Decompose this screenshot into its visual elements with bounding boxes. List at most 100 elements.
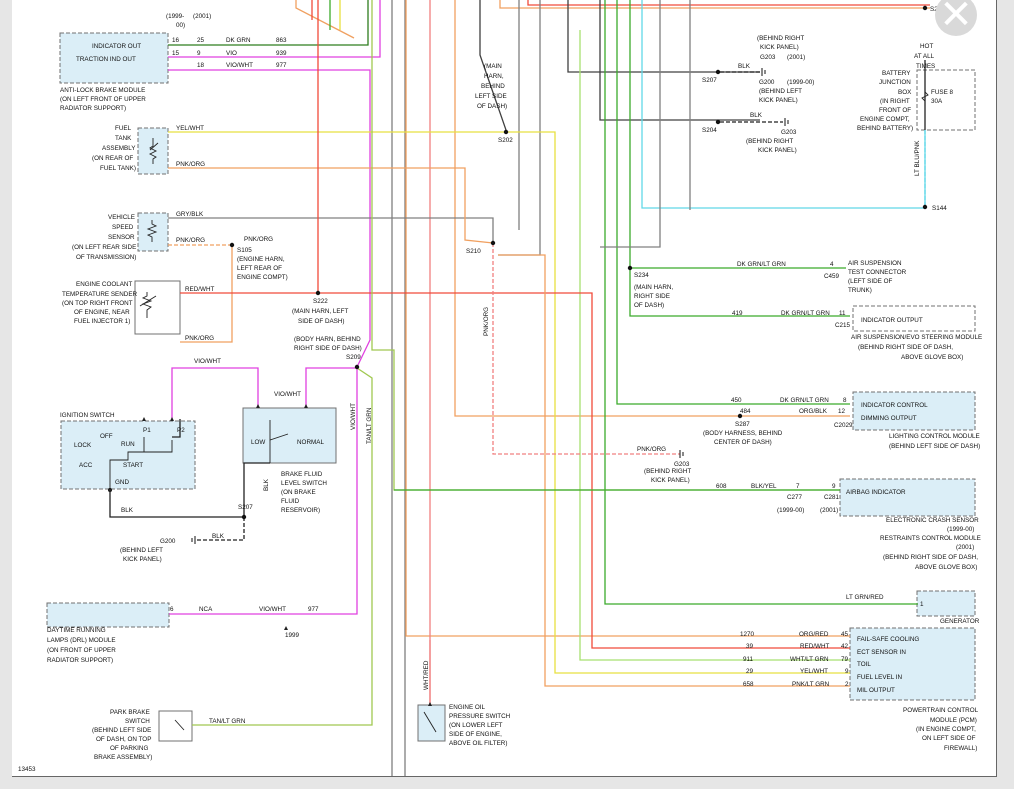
diagram-label: LAMPS (DRL) MODULE — [47, 637, 116, 644]
diagram-label: (BEHIND LEFT SIDE — [92, 727, 151, 734]
diagram-label: (BEHIND RIGHT SIDE OF DASH, — [883, 554, 978, 561]
diagram-label: ASSEMBLY — [102, 145, 136, 152]
wire-blk-g200 — [195, 517, 245, 541]
diagram-label: OFF — [100, 433, 113, 440]
diagram-label: RESERVOIR) — [281, 507, 320, 514]
diagram-label: PNK/ORG — [185, 335, 214, 342]
diagram-label: S202 — [498, 137, 513, 144]
diagram-label: BRAKE FLUID — [281, 471, 323, 478]
battery-junction-box — [916, 69, 976, 131]
diagram-label: (ENGINE HARN, — [237, 256, 285, 263]
diagram-label: NCA — [199, 606, 213, 613]
wire-vio-wht-977-top — [168, 69, 371, 368]
diagram-label: RIGHT SIDE — [634, 293, 670, 300]
diagram-label: (1999- — [166, 13, 184, 20]
diagram-label: PNK/LT GRN — [792, 681, 830, 688]
wire-green-lighting — [616, 0, 850, 405]
diagram-label: VIO/WHT — [274, 391, 301, 398]
diagram-label: 8 — [843, 397, 847, 404]
diagram-label: VIO — [226, 50, 237, 57]
diagram-label: (ON LEFT REAR SIDE — [72, 244, 136, 251]
diagram-label: S210 — [466, 248, 481, 255]
diagram-label: FUEL INJECTOR 1) — [74, 318, 130, 325]
diagram-label: 29 — [746, 668, 754, 675]
diagram-label: C277 — [787, 494, 803, 501]
wire-red-wht-ect — [180, 292, 850, 649]
diagram-label: 16 — [172, 37, 180, 44]
diagram-label: AIR SUSPENSION/EVO STEERING MODULE — [851, 334, 982, 341]
diagram-label: G200 — [160, 538, 176, 545]
diagram-label: (BEHIND RIGHT — [746, 138, 793, 145]
component-internals — [139, 88, 929, 733]
diagram-label: FUEL — [115, 125, 132, 132]
wire-vio-939 — [168, 0, 381, 58]
diagram-label: 4 — [830, 261, 834, 268]
diagram-label: 7 — [796, 483, 800, 490]
diagram-label: PNK/ORG — [176, 161, 205, 168]
diagram-label: BEHIND — [481, 83, 505, 90]
diagram-label: DK GRN — [226, 37, 251, 44]
ect-sender-box — [134, 280, 181, 335]
diagram-label: TRUNK) — [848, 287, 872, 294]
diagram-label: YEL/WHT — [800, 668, 828, 675]
diagram-label: GND — [115, 479, 129, 486]
diagram-label: BRAKE ASSEMBLY) — [94, 754, 152, 761]
diagram-label: PNK/ORG — [244, 236, 273, 243]
diagram-label: (ON FRONT OF UPPER — [47, 647, 116, 654]
diagram-label: KICK PANEL) — [651, 477, 690, 484]
diagram-label: VIO/WHT — [350, 403, 357, 430]
diagram-label: 79 — [841, 656, 849, 663]
diagram-label: 00) — [176, 22, 185, 29]
diagram-label: (ON LOWER LEFT — [449, 722, 503, 729]
diagram-label: INDICATOR OUT — [92, 43, 141, 50]
diagram-label: S207 — [702, 77, 717, 84]
diagram-label: YEL/WHT — [176, 125, 204, 132]
diagram-label: DAYTIME RUNNING — [47, 627, 106, 634]
brake-fluid-switch-box — [242, 407, 337, 464]
module-boxes — [46, 32, 976, 742]
wire-pnk-org-dashed — [492, 243, 680, 455]
diagram-label: ENGINE COOLANT — [76, 281, 132, 288]
diagram-label: AT ALL — [914, 53, 935, 60]
ign-internal2 — [144, 440, 173, 453]
close-button[interactable]: ✕ — [930, 0, 982, 36]
diagram-label: MODULE (PCM) — [930, 717, 977, 724]
diagram-label: 1 — [920, 601, 924, 608]
diagram-label: G203 — [760, 54, 776, 61]
wire-vio-wht-body — [305, 367, 357, 408]
diagram-label: FUSE 8 — [931, 89, 954, 96]
wire-dark-rail — [567, 0, 760, 73]
diagram-label: OF DASH) — [634, 302, 664, 309]
diagram-label: S105 — [237, 247, 252, 254]
diagram-label: ABOVE GLOVE BOX) — [915, 564, 977, 571]
diagram-label: LIGHTING CONTROL MODULE — [889, 433, 980, 440]
diagram-label: OF DASH, ON TOP — [96, 736, 151, 743]
diagram-label: (ON BRAKE — [281, 489, 316, 496]
diagram-label: BLK — [121, 507, 134, 514]
diagram-label: S144 — [932, 205, 947, 212]
diagram-label: (BEHIND RIGHT SIDE OF DASH, — [858, 344, 953, 351]
diagram-label: ECT SENSOR IN — [857, 649, 906, 656]
restraints-module-box — [839, 478, 976, 517]
diagram-label: VIO/WHT — [226, 62, 253, 69]
diagram-label: 6 — [170, 606, 174, 613]
diagram-label: FAIL-SAFE COOLING — [857, 636, 919, 643]
diagram-label: SPEED — [112, 224, 134, 231]
diagram-label: ON LEFT SIDE OF — [922, 735, 976, 742]
diagram-label: (BEHIND RIGHT — [644, 468, 691, 475]
diagram-label: SENSOR — [108, 234, 135, 241]
diagram-label: 484 — [740, 408, 751, 415]
diagram-label: (2001) — [787, 54, 805, 61]
diagram-label: S204 — [702, 127, 717, 134]
diagram-label: LT GRN/RED — [846, 594, 884, 601]
wire-ign-blk — [172, 419, 181, 438]
diagram-label: (IN RIGHT — [880, 98, 910, 105]
diagram-label: AIR SUSPENSION — [848, 260, 902, 267]
diagram-label: FLUID — [281, 498, 300, 505]
close-button-circle[interactable]: ✕ — [935, 0, 977, 36]
air-suspension-module-box — [852, 305, 976, 332]
diagram-label: RIGHT SIDE OF DASH) — [294, 345, 362, 352]
diagram-label: (ON LEFT FRONT OF UPPER — [60, 96, 146, 103]
diagram-label: 419 — [732, 310, 743, 317]
